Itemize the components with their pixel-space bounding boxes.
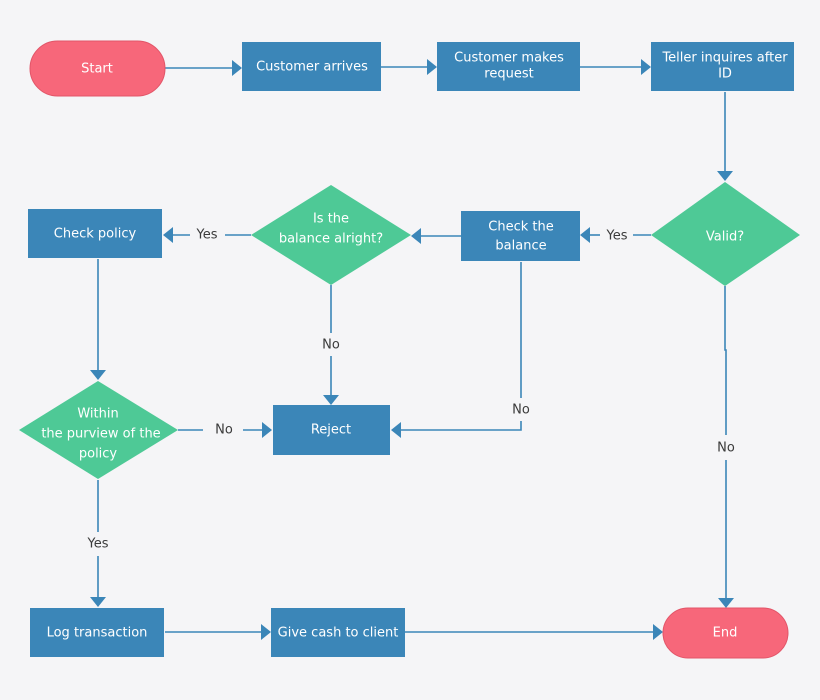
connectors [90, 59, 734, 640]
reject-process: Reject [273, 405, 390, 455]
check-policy-shape [28, 209, 162, 258]
within-purview-decision: Within the purview of the policy [19, 381, 178, 479]
check-policy-process: Check policy [28, 209, 162, 258]
end-shape [662, 607, 789, 659]
edge-label-balance-no: No [322, 338, 340, 353]
log-transaction-label: Log transaction [47, 626, 148, 641]
edge-labels: Yes No Yes No No No Yes [87, 228, 735, 552]
edge-label-valid-yes: Yes [606, 229, 628, 244]
arrowhead [718, 598, 734, 608]
edge-check-balance-no [397, 421, 522, 431]
check-balance-label-line1: Check the [488, 220, 553, 235]
edge-label-check-balance-no: No [512, 403, 530, 418]
arrowhead [90, 370, 106, 380]
check-balance-label-line2: balance [495, 239, 546, 254]
arrowhead [163, 227, 173, 243]
balance-alright-label-line2: balance alright? [279, 232, 383, 247]
give-cash-process: Give cash to client [271, 608, 405, 657]
arrowhead [90, 597, 106, 607]
arrowhead [323, 395, 339, 405]
arrowhead [261, 624, 271, 640]
customer-request-label-line1: Customer makes [454, 51, 564, 66]
edge-valid-no [724, 286, 727, 435]
arrowhead [580, 227, 590, 243]
customer-arrives-shape [242, 42, 381, 91]
customer-request-label-line2: request [484, 67, 533, 82]
teller-inquires-label-line2: ID [718, 67, 732, 82]
edge-label-purview-no: No [215, 423, 233, 438]
reject-shape [273, 405, 390, 455]
edge-label-balance-yes: Yes [196, 228, 218, 243]
check-balance-shape [461, 211, 580, 261]
within-purview-label-line3: policy [79, 447, 118, 462]
valid-label: Valid? [706, 230, 744, 245]
edge-label-valid-no: No [717, 441, 735, 456]
teller-inquires-process: Teller inquires after ID [651, 42, 794, 91]
arrowhead [411, 228, 421, 244]
within-purview-label-line1: Within [77, 407, 118, 422]
customer-request-process: Customer makes request [437, 42, 580, 91]
end-terminal: End [662, 607, 789, 659]
within-purview-label-line2: the purview of the [41, 427, 160, 442]
end-label: End [713, 626, 738, 641]
valid-shape [651, 182, 800, 286]
customer-arrives-process: Customer arrives [242, 42, 381, 91]
give-cash-label: Give cash to client [278, 626, 399, 641]
edge-label-purview-yes: Yes [87, 537, 109, 552]
arrowhead [717, 171, 733, 181]
within-purview-shape [19, 381, 178, 479]
arrowhead [391, 422, 401, 438]
start-label: Start [81, 62, 113, 77]
check-balance-process: Check the balance [461, 211, 580, 261]
check-policy-label: Check policy [54, 227, 137, 242]
teller-inquires-label-line1: Teller inquires after [661, 51, 788, 66]
teller-inquires-shape [651, 42, 794, 91]
arrowhead [232, 60, 242, 76]
log-transaction-process: Log transaction [30, 608, 164, 657]
arrowhead [427, 59, 437, 75]
arrowhead [262, 422, 272, 438]
valid-decision: Valid? [651, 182, 800, 286]
balance-alright-decision: Is the balance alright? [251, 185, 411, 285]
arrowhead [641, 59, 651, 75]
customer-request-shape [437, 42, 580, 91]
balance-alright-shape [251, 185, 411, 285]
reject-label: Reject [311, 423, 351, 438]
give-cash-shape [271, 608, 405, 657]
arrowhead [653, 624, 663, 640]
start-shape [29, 40, 166, 97]
log-transaction-shape [30, 608, 164, 657]
start-terminal: Start [29, 40, 166, 97]
customer-arrives-label: Customer arrives [256, 60, 368, 75]
balance-alright-label-line1: Is the [313, 212, 349, 227]
